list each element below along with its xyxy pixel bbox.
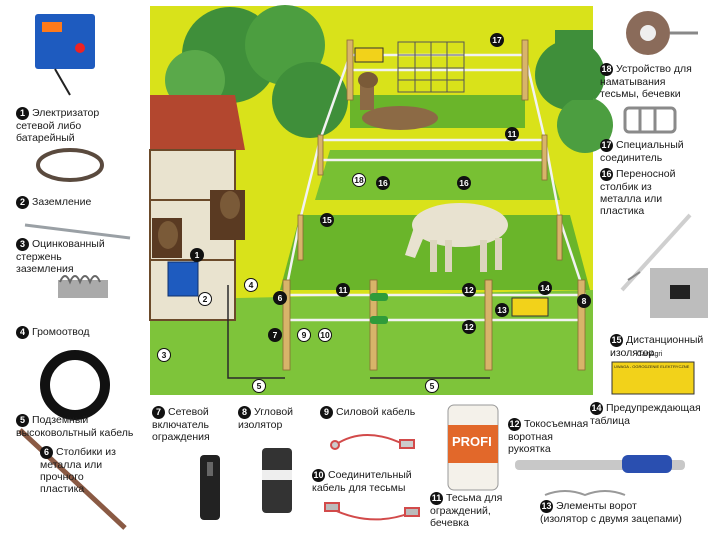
scene-pin-7: 7	[268, 328, 282, 342]
ground-rod	[24, 223, 131, 240]
warning-sign-scene	[511, 297, 549, 317]
barn	[149, 95, 245, 321]
gate-handle-green-2	[370, 316, 388, 324]
gate-handle-green-1	[370, 293, 388, 301]
switch-product	[200, 455, 220, 520]
scene-pin-11a: 11	[336, 283, 350, 297]
tree-right	[535, 30, 613, 153]
scene-pin-18: 18	[352, 173, 366, 187]
tape-connector-cable	[324, 502, 420, 521]
scene-pin-11b: 11	[505, 127, 519, 141]
power-cable	[330, 434, 415, 450]
corner-insulator	[262, 448, 292, 513]
scene-pin-8: 8	[577, 294, 591, 308]
scene-pin-16b: 16	[457, 176, 471, 190]
scene-pin-6: 6	[273, 291, 287, 305]
scene-pin-12b: 12	[462, 320, 476, 334]
scene-pin-12a: 12	[462, 283, 476, 297]
badge-15: 15	[610, 334, 623, 347]
badge-4: 4	[16, 326, 29, 339]
badge-1: 1	[16, 107, 29, 120]
badge-6: 6	[40, 446, 53, 459]
scene-pin-17: 17	[490, 33, 504, 47]
badge-13: 13	[540, 500, 553, 513]
scene-pin-10: 10	[318, 328, 332, 342]
badge-12: 12	[508, 418, 521, 431]
badge-10: 10	[312, 469, 325, 482]
energizer-product	[35, 14, 95, 96]
tape-roll	[447, 404, 499, 491]
grounding-coil	[36, 148, 104, 182]
scene-pin-16a: 16	[376, 176, 390, 190]
badge-2: 2	[16, 196, 29, 209]
badge-18: 18	[600, 63, 613, 76]
scene-pin-5a: 5	[252, 379, 266, 393]
badge-17: 17	[600, 139, 613, 152]
badge-16: 16	[600, 168, 613, 181]
grass-middle	[315, 150, 560, 200]
fence-posts	[282, 39, 586, 371]
scene-pin-13: 13	[495, 303, 509, 317]
scene-pin-15: 15	[320, 213, 334, 227]
scene-pin-14: 14	[538, 281, 552, 295]
gate-handle-product	[515, 455, 685, 497]
badge-9: 9	[320, 406, 333, 419]
brand-mark-text: CanAgri	[637, 351, 663, 358]
scene-pin-3: 3	[157, 348, 171, 362]
scene-pin-2: 2	[198, 292, 212, 306]
badge-8: 8	[238, 406, 251, 419]
badge-11: 11	[430, 492, 443, 505]
special-connector	[623, 106, 677, 134]
lightning-arrester	[58, 275, 108, 298]
scene-energizer	[167, 261, 199, 297]
scene-pin-4: 4	[244, 278, 258, 292]
badge-3: 3	[16, 238, 29, 251]
scene-pin-1: 1	[190, 248, 204, 262]
badge-5: 5	[16, 414, 29, 427]
tape-brand-text: PROFI	[452, 434, 492, 449]
grazing-horse	[405, 203, 508, 272]
warning-sign-back	[354, 47, 384, 63]
metal-stake	[18, 428, 127, 530]
scene-pin-9: 9	[297, 328, 311, 342]
sign-header-text: UWAGA - OGRODZENIE ELEKTRYCZNE	[614, 364, 690, 369]
resting-horse	[358, 72, 438, 130]
tree-left	[165, 5, 348, 138]
portable-post	[620, 213, 692, 292]
distance-insulator	[650, 268, 708, 318]
winder-reel	[626, 11, 698, 55]
badge-14: 14	[590, 402, 603, 415]
underground-cable	[227, 285, 490, 379]
scene-pin-5b: 5	[425, 379, 439, 393]
cable-coil	[40, 350, 110, 420]
badge-7: 7	[152, 406, 165, 419]
back-gate	[397, 41, 465, 93]
warning-sign-product	[611, 361, 695, 395]
